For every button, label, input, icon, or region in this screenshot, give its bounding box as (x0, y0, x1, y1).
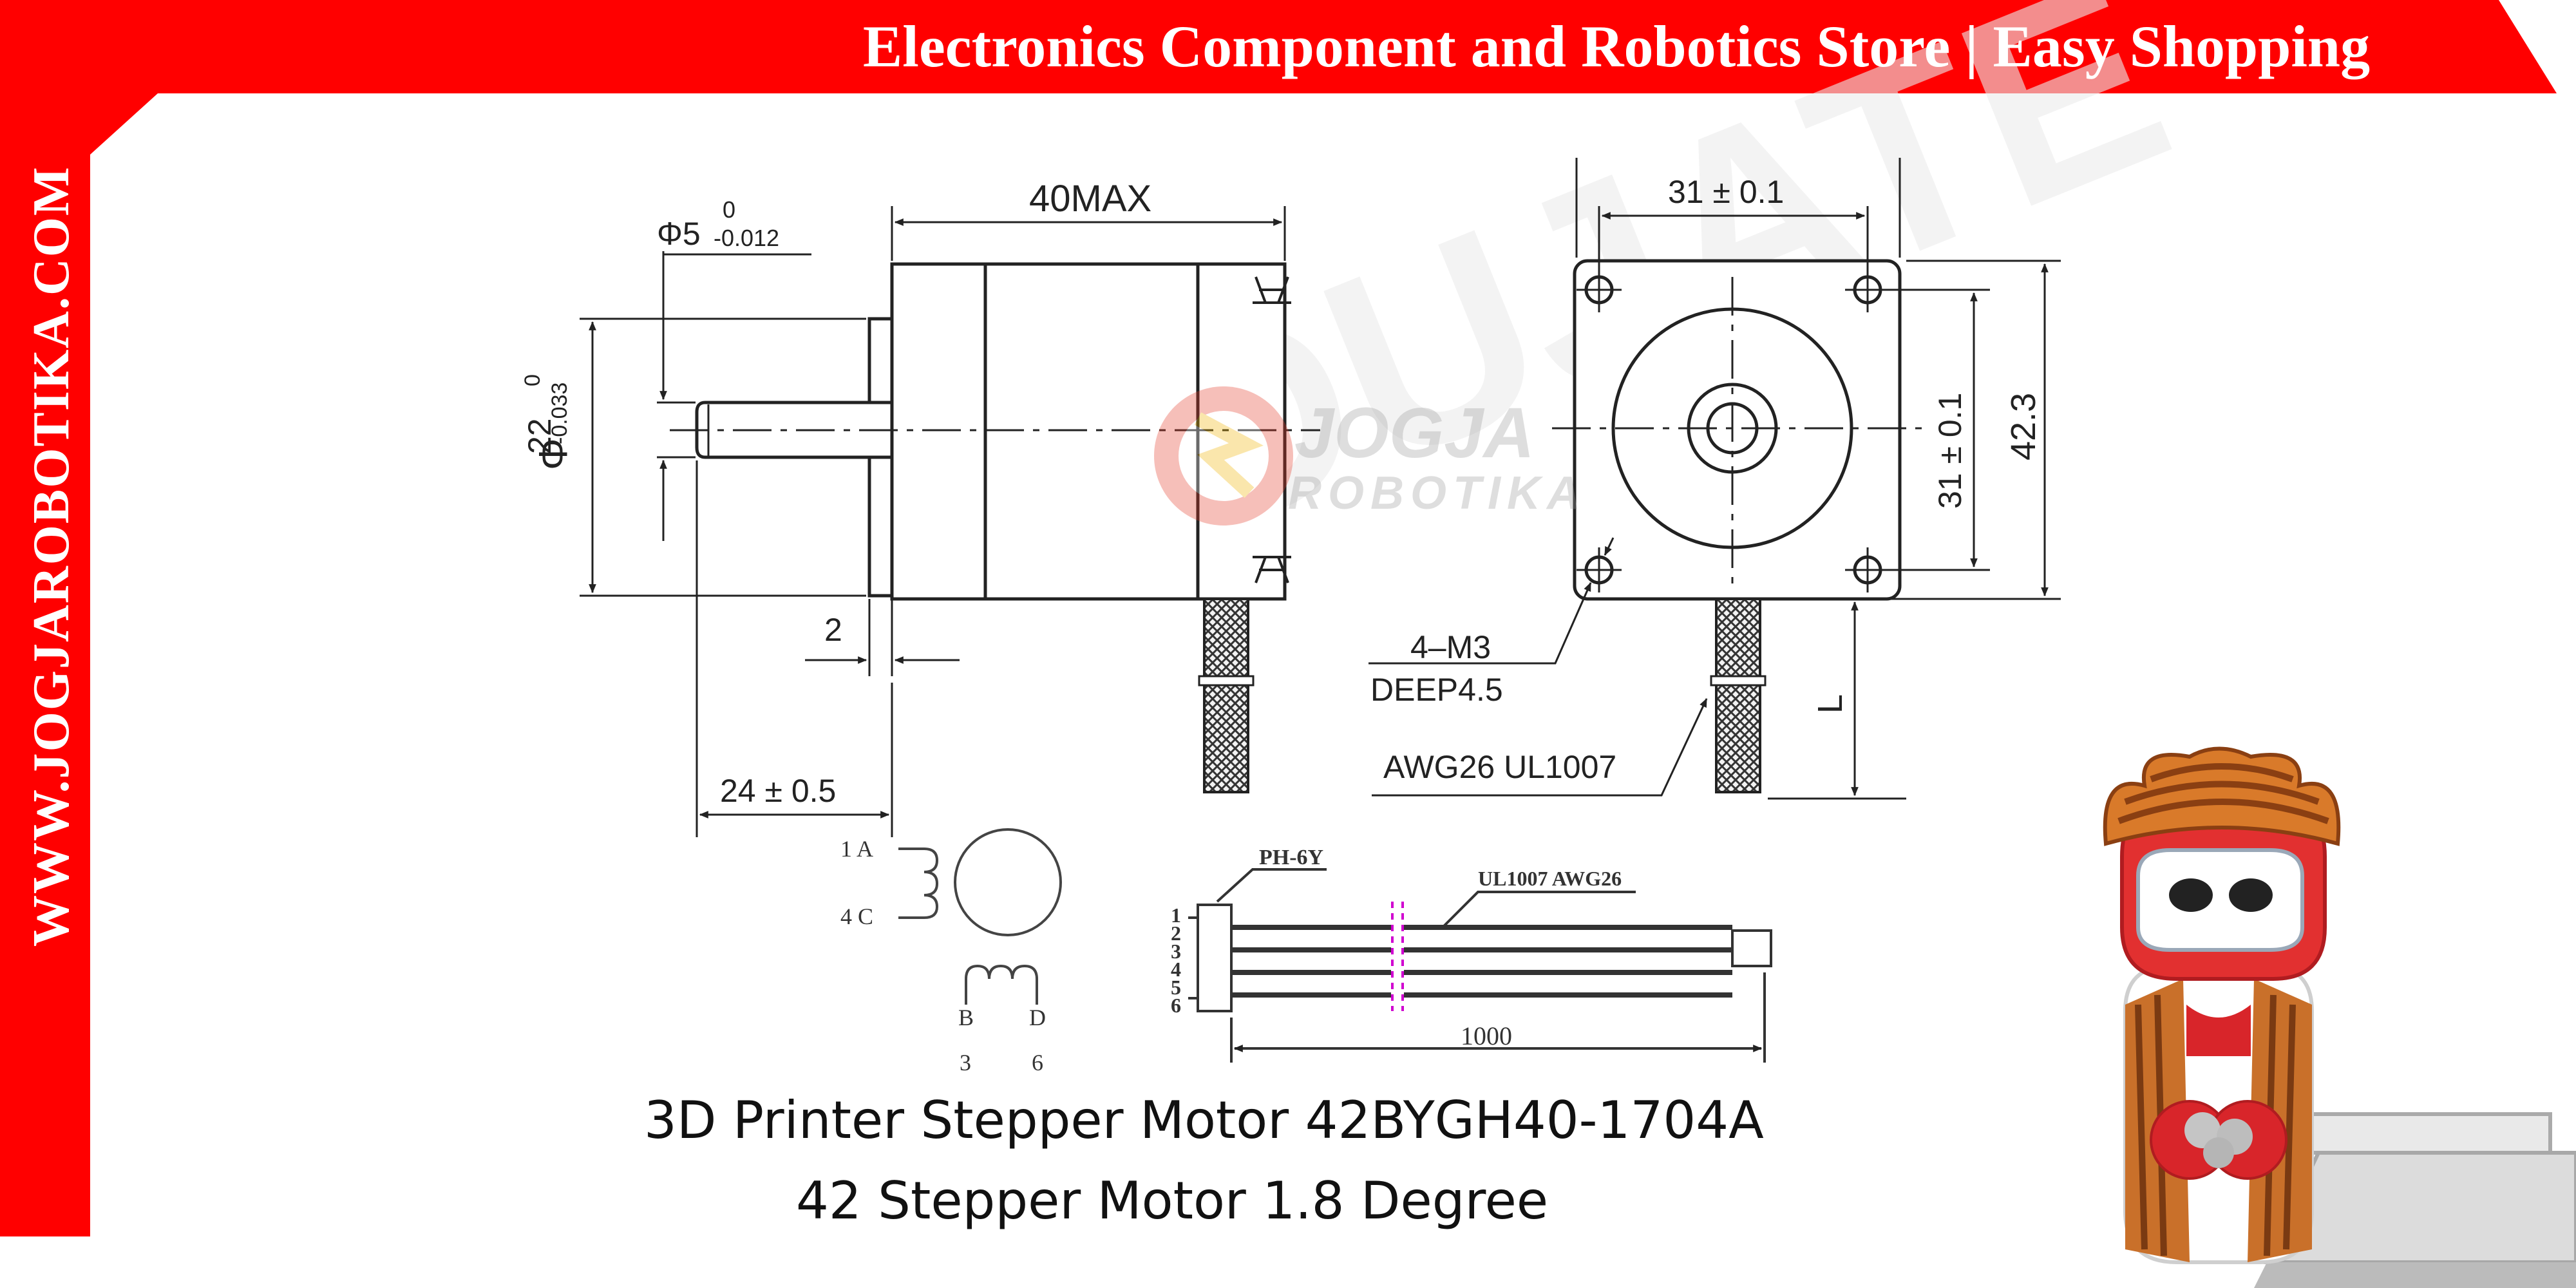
watermark-logo-word2: ROBOTIKA (1288, 468, 1587, 519)
coil-schematic (898, 828, 1062, 1005)
dim-cable-length-label: 1000 (1461, 1021, 1512, 1050)
plug-leader (1216, 868, 1327, 903)
mascot-eye-left (2169, 878, 2213, 912)
coil-pin-3: 3 (960, 1050, 971, 1075)
dim-boss-symbol: Φ (531, 439, 576, 470)
dim-lead-length-label: L (1811, 694, 1850, 714)
holes-spec-line2: DEEP4.5 (1370, 672, 1503, 708)
watermark-logo-word1: JOGJA (1294, 393, 1535, 473)
dim-hole-spacing-v-label: 31 ± 0.1 (1932, 393, 1968, 509)
dim-shaft-tol-lower: -0.012 (714, 225, 779, 251)
connector-pin-2: 2 (1171, 922, 1181, 945)
dim-shaft-tol-upper: 0 (723, 196, 735, 223)
front-view-drawing (1573, 259, 1902, 601)
dim-length-label: 40MAX (1029, 178, 1151, 220)
mascot-laptop (2284, 1112, 2552, 1155)
cable-leader (1441, 891, 1636, 929)
dim-boss-tol-lower: -0.033 (547, 383, 572, 444)
mount-hole-top (1253, 276, 1291, 304)
mount-hole-bottom (1253, 556, 1291, 583)
side-cable (1203, 598, 1249, 793)
dim-boss-tol-upper: 0 (520, 374, 545, 386)
connector-pin-4: 4 (1171, 958, 1181, 981)
leader-holes (1368, 582, 1592, 665)
mascot-face (2136, 848, 2304, 952)
connector-plug (1197, 904, 1233, 1012)
coil-bd (965, 964, 1038, 980)
connector-pin-3: 3 (1171, 940, 1181, 963)
wire-spec-label: AWG26 UL1007 (1383, 749, 1616, 785)
dim-boss-height-label: 2 (824, 612, 842, 648)
dim-body-size-label: 42.3 (2004, 393, 2043, 460)
product-title-line1: 3D Printer Stepper Motor 42BYGH40-1704A (644, 1090, 1764, 1150)
coil-label-1a: 1 A (840, 836, 873, 862)
connector-cable-label: UL1007 AWG26 (1478, 867, 1622, 890)
coil-label-d: D (1029, 1005, 1046, 1030)
coil-label-b: B (958, 1005, 974, 1030)
dim-boss-label: 22 (522, 418, 558, 454)
top-banner (792, 0, 2557, 93)
cable-end (1731, 929, 1772, 967)
watermark-logo: JOGJA ROBOTIKA (1154, 386, 1587, 526)
connector-pin-1: 1 (1171, 904, 1181, 927)
banner-title: Electronics Component and Robotics Store… (862, 14, 2371, 79)
mascot-eye-right (2229, 878, 2273, 912)
connector-cable-drawing (1188, 868, 1772, 1063)
product-title-line2: 42 Stepper Motor 1.8 Degree (795, 1171, 1549, 1231)
holes-spec-line1: 4–M3 (1410, 629, 1491, 665)
side-website-label[interactable]: WWW.JOGJAROBOTIKA.COM (23, 166, 80, 947)
motor-body (890, 262, 1287, 601)
side-view-drawing (670, 262, 1320, 601)
dim-hole-spacing-h-label: 31 ± 0.1 (1668, 174, 1784, 210)
coil-label-4c: 4 C (840, 904, 873, 929)
connector-pin-5: 5 (1171, 976, 1181, 999)
side-band (0, 0, 792, 1236)
connector-pin-6: 6 (1171, 994, 1181, 1017)
connector-plug-label: PH-6Y (1259, 846, 1323, 869)
front-cable (1715, 598, 1761, 793)
dim-shaft-length-label: 24 ± 0.5 (720, 773, 836, 809)
dim-shaft-label: Φ5 (657, 216, 701, 252)
coil-pin-6: 6 (1032, 1050, 1043, 1075)
leader-wire (1372, 697, 1708, 797)
coil-ac (923, 848, 939, 919)
rotor-circle (954, 828, 1062, 936)
mascot-illustration (2103, 746, 2576, 1288)
